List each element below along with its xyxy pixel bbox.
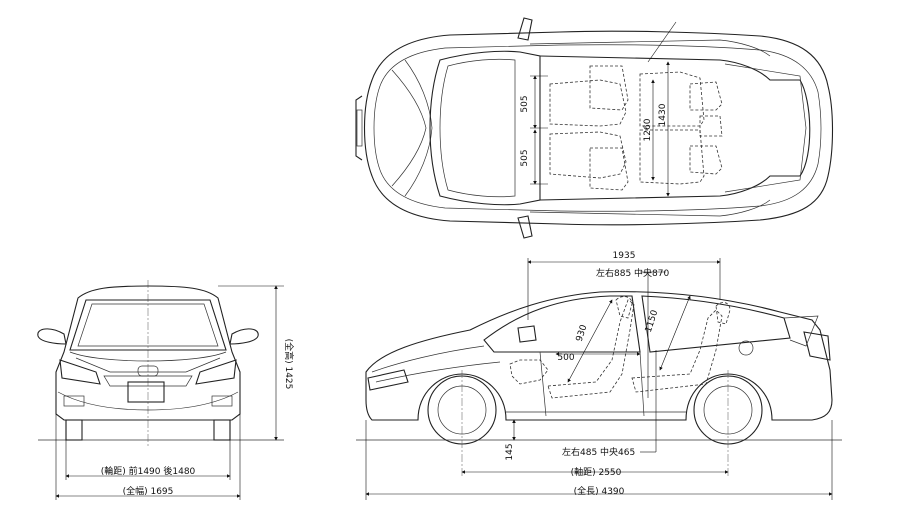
dim-tread: (輪距) 前1490 後1480 — [101, 465, 196, 477]
top-seats — [549, 65, 723, 191]
dim-rear-headroom: 1150 — [644, 309, 661, 334]
dim-seat-width-2: 505 — [520, 149, 530, 166]
dim-wheelbase: (軸距) 2550 — [571, 466, 622, 478]
dim-interior-width: 1430 — [658, 103, 668, 126]
top-view — [355, 17, 834, 239]
dim-hip-point-upper: 左右885 中央870 — [596, 267, 669, 279]
dim-front-headroom: 930 — [575, 323, 590, 343]
dim-legroom: 500 — [557, 353, 574, 363]
dim-overall-width: (全幅) 1695 — [123, 485, 174, 497]
dim-interior-length: 1935 — [613, 251, 636, 261]
dim-overall-length: (全長) 4390 — [574, 485, 625, 497]
front-view — [37, 280, 284, 500]
dim-overall-height: (全高) 1425 — [283, 339, 295, 390]
side-view — [356, 258, 842, 500]
dim-shoulder-room: 1260 — [643, 118, 653, 141]
dim-hip-point-lower: 左右485 中央465 — [562, 446, 635, 458]
dim-seat-width-1: 505 — [520, 95, 530, 112]
dim-ground-clearance: 145 — [505, 443, 515, 460]
